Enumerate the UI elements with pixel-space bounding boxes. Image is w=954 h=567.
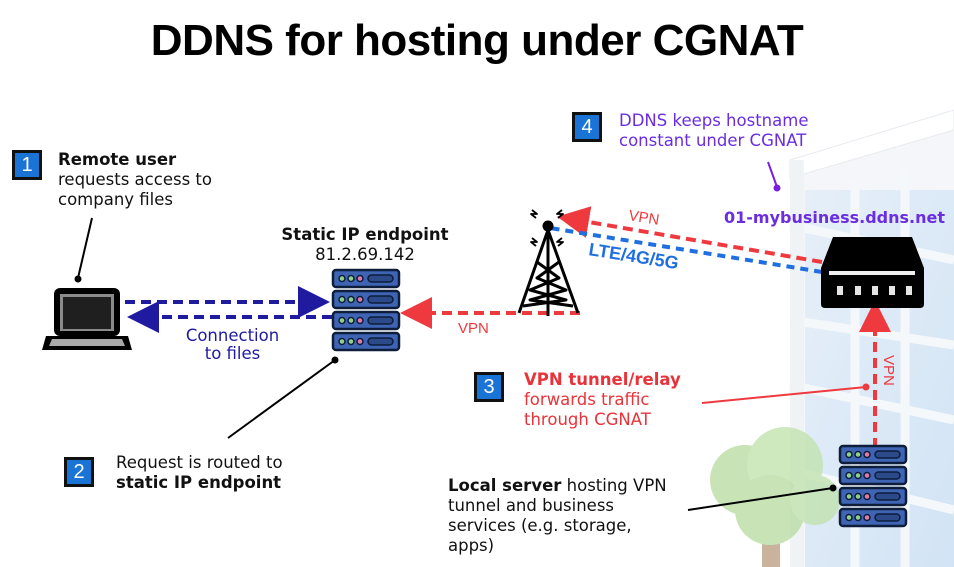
local-server-line4: apps) [448,536,495,555]
server-led [854,492,862,501]
server-drive-slot [874,513,901,522]
step3-line2: through CGNAT [524,410,651,429]
server-led [863,492,871,501]
vpn-label-top: VPN [627,207,660,229]
static-endpoint-ip: 81.2.69.142 [315,245,415,264]
vpn-label-bottom: VPN [458,320,489,337]
server-led [845,450,853,459]
server-led [845,471,853,480]
connection-label-line2: to files [204,344,261,363]
server-led [356,337,364,346]
static-endpoint-title: Static IP endpoint [281,225,449,244]
cellular-link [549,226,823,274]
step-badge-2: 2 [64,457,94,487]
server-led [356,316,364,325]
vpn-label-vertical: VPN [880,355,897,386]
static-endpoint-server-icon [331,268,401,352]
step2-body: Request is routed to [116,453,283,472]
server-led [845,492,853,501]
step3-heading: VPN tunnel/relay [524,370,681,389]
ddns-hostname: 01-mybusiness.ddns.net [724,208,946,227]
step2-pointer [227,359,336,439]
connection-label: Connection to files [170,327,295,363]
local-server-line3: services (e.g. storage, [448,516,632,535]
server-led [854,471,862,480]
server-led [347,337,355,346]
server-led [854,513,862,522]
server-led [338,295,346,304]
vpn-arrow-to-tower [557,206,823,264]
server-led [347,274,355,283]
laptop-icon [42,288,132,350]
step1-heading: Remote user [58,150,177,169]
server-drive-slot [367,316,394,325]
step1-line1: requests access to [58,170,212,189]
local-server-icon [838,444,908,528]
local-server-pointer [687,487,834,511]
local-server-heading: Local server [448,476,562,495]
step1-line2: company files [58,190,174,209]
step3-line1: forwards traffic [524,390,650,409]
step1-text: Remote user requests access to company f… [58,150,212,210]
step4-pointer [767,161,778,188]
local-server-line1: hosting VPN [561,476,667,495]
server-drive-slot [367,274,394,283]
server-led [356,274,364,283]
server-drive-slot [874,492,901,501]
step-badge-3: 3 [474,372,504,402]
local-server-line2: tunnel and business [448,496,615,515]
step4-text: DDNS keeps hostname constant under CGNAT [619,111,808,151]
step4-line2: constant under CGNAT [619,131,807,150]
step3-pointer [701,386,867,404]
server-drive-slot [874,450,901,459]
server-drive-slot [874,471,901,480]
server-led [347,316,355,325]
step-badge-4: 4 [572,112,602,142]
cell-tower-icon [517,209,580,316]
server-led [845,513,853,522]
step2-text: Request is routed to static IP endpoint [116,453,283,493]
server-led [854,450,862,459]
server-led [347,295,355,304]
connection-label-line1: Connection [185,326,280,345]
server-drive-slot [367,295,394,304]
router-icon [821,237,924,308]
step4-line1: DDNS keeps hostname [619,111,809,130]
step-badge-1: 1 [12,150,42,180]
step2-heading: static IP endpoint [116,473,282,492]
server-led [338,337,346,346]
static-endpoint-label: Static IP endpoint 81.2.69.142 [262,225,468,265]
server-led [338,316,346,325]
server-led [338,274,346,283]
step1-pointer [77,217,93,279]
step3-text: VPN tunnel/relay forwards traffic throug… [524,370,681,430]
tree-illustration [710,427,840,567]
local-server-text: Local server hosting VPN tunnel and busi… [448,476,667,556]
cellular-label: LTE/4G/5G [587,239,680,273]
server-led [356,295,364,304]
server-drive-slot [367,337,394,346]
server-led [863,450,871,459]
server-led [863,471,871,480]
server-led [863,513,871,522]
diagram-title: DDNS for hosting under CGNAT [150,16,804,65]
